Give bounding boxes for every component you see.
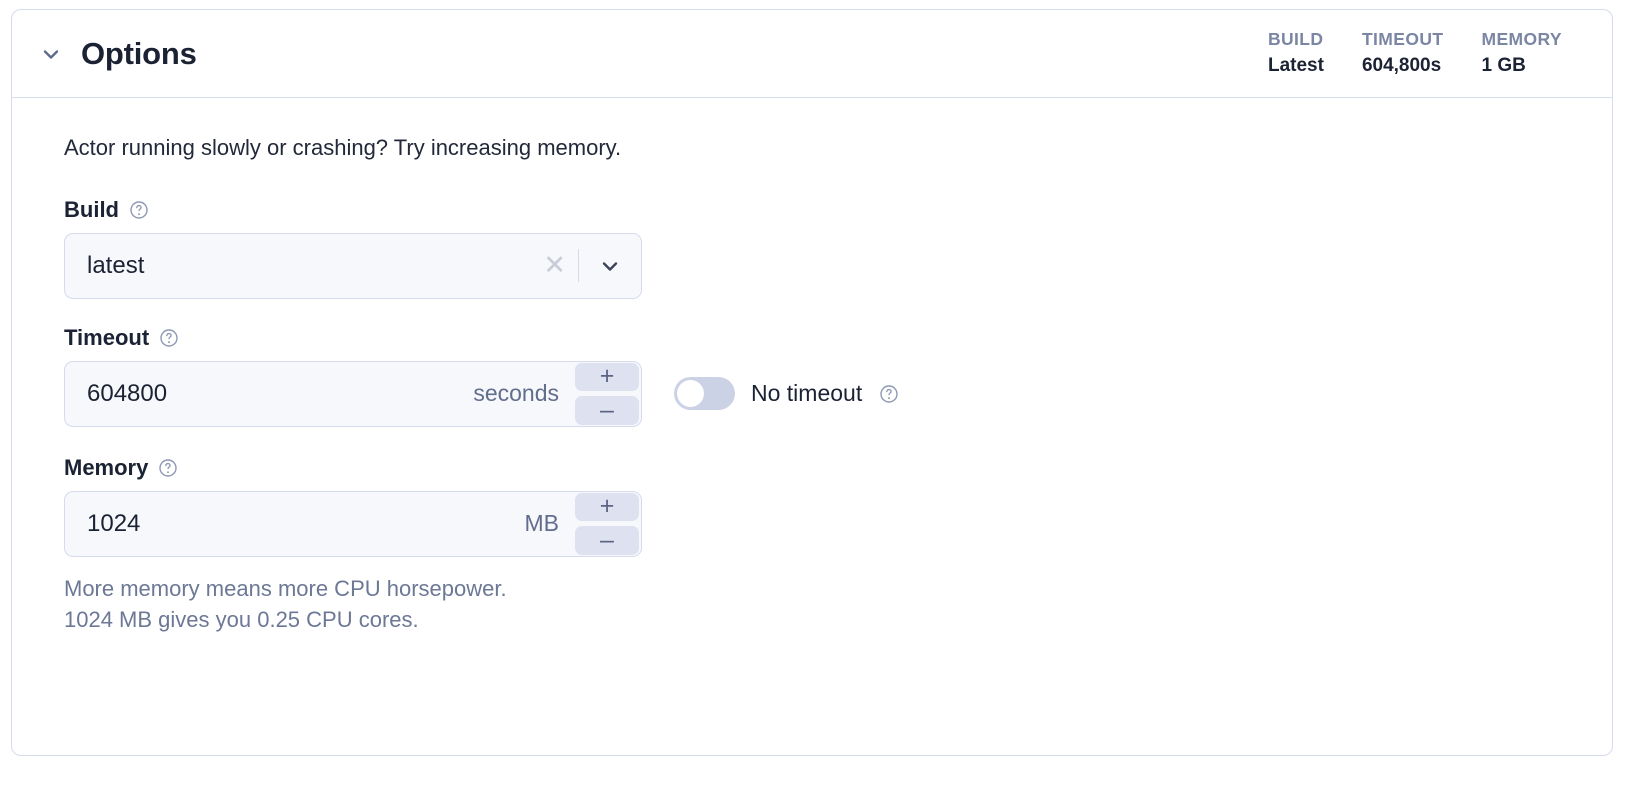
header-left: Options: [38, 38, 197, 69]
toggle-knob: [677, 380, 704, 408]
minus-icon: –: [600, 525, 614, 554]
build-label: Build: [64, 196, 119, 222]
help-circle-icon[interactable]: [128, 199, 149, 220]
memory-input[interactable]: 1024: [87, 511, 141, 536]
chevron-down-icon[interactable]: [38, 41, 64, 67]
stat-build-value: Latest: [1267, 54, 1324, 76]
timeout-row: 604800 seconds + – No ti: [64, 360, 1586, 427]
stat-timeout-label: TIMEOUT: [1361, 29, 1444, 50]
timeout-label: Timeout: [64, 324, 150, 350]
card-body: Actor running slowly or crashing? Try in…: [12, 98, 1612, 635]
card-header: Options BUILD Latest TIMEOUT 604,800s ME…: [12, 10, 1612, 98]
page-title: Options: [81, 36, 197, 71]
minus-icon: –: [600, 395, 614, 424]
timeout-input[interactable]: 604800: [87, 381, 168, 406]
plus-icon: +: [599, 492, 615, 521]
stat-timeout-value: 604,800s: [1361, 54, 1442, 76]
options-card: Options BUILD Latest TIMEOUT 604,800s ME…: [11, 9, 1613, 756]
help-circle-icon[interactable]: [158, 327, 179, 348]
stat-build: BUILD Latest: [1268, 28, 1324, 78]
timeout-increment-button[interactable]: +: [575, 362, 639, 392]
close-icon[interactable]: ✕: [543, 250, 566, 281]
memory-hint: More memory means more CPU horsepower. 1…: [64, 573, 1586, 635]
build-select-value: latest: [87, 253, 145, 278]
stat-build-label: BUILD: [1267, 29, 1324, 50]
memory-input-shell[interactable]: 1024 MB + –: [64, 490, 642, 557]
memory-unit: MB: [524, 510, 560, 537]
memory-label: Memory: [64, 454, 149, 480]
stat-memory-label: MEMORY: [1481, 29, 1562, 50]
no-timeout-label: No timeout: [751, 380, 863, 407]
timeout-stepper: + –: [575, 362, 641, 426]
no-timeout-group: No timeout: [674, 377, 899, 411]
build-field-block: Build latest ✕: [64, 196, 1586, 299]
memory-hint-line-2: 1024 MB gives you 0.25 CPU cores.: [64, 606, 419, 632]
memory-stepper: + –: [575, 492, 641, 556]
timeout-unit: seconds: [473, 380, 559, 407]
timeout-input-shell[interactable]: 604800 seconds + –: [64, 360, 642, 427]
stat-timeout: TIMEOUT 604,800s: [1362, 28, 1444, 78]
memory-increment-button[interactable]: +: [575, 492, 639, 522]
memory-label-row: Memory: [64, 454, 1586, 480]
select-divider: [578, 249, 579, 283]
build-select[interactable]: latest ✕: [64, 232, 642, 299]
memory-hint-line-1: More memory means more CPU horsepower.: [64, 575, 507, 601]
timeout-label-row: Timeout: [64, 324, 1586, 350]
memory-field-block: Memory 1024 MB + –: [64, 454, 1586, 635]
stat-memory: MEMORY 1 GB: [1481, 28, 1562, 78]
header-stats: BUILD Latest TIMEOUT 604,800s MEMORY 1 G…: [1230, 28, 1590, 78]
help-circle-icon[interactable]: [157, 457, 178, 478]
no-timeout-toggle[interactable]: [674, 377, 735, 411]
timeout-field-block: Timeout 604800 seconds +: [64, 324, 1586, 427]
stat-memory-value: 1 GB: [1481, 54, 1526, 76]
plus-icon: +: [599, 362, 615, 391]
intro-text: Actor running slowly or crashing? Try in…: [64, 135, 622, 160]
timeout-decrement-button[interactable]: –: [575, 396, 639, 425]
memory-decrement-button[interactable]: –: [575, 526, 639, 555]
build-label-row: Build: [64, 196, 1586, 222]
help-circle-icon[interactable]: [878, 383, 899, 404]
chevron-down-icon[interactable]: [579, 254, 641, 278]
